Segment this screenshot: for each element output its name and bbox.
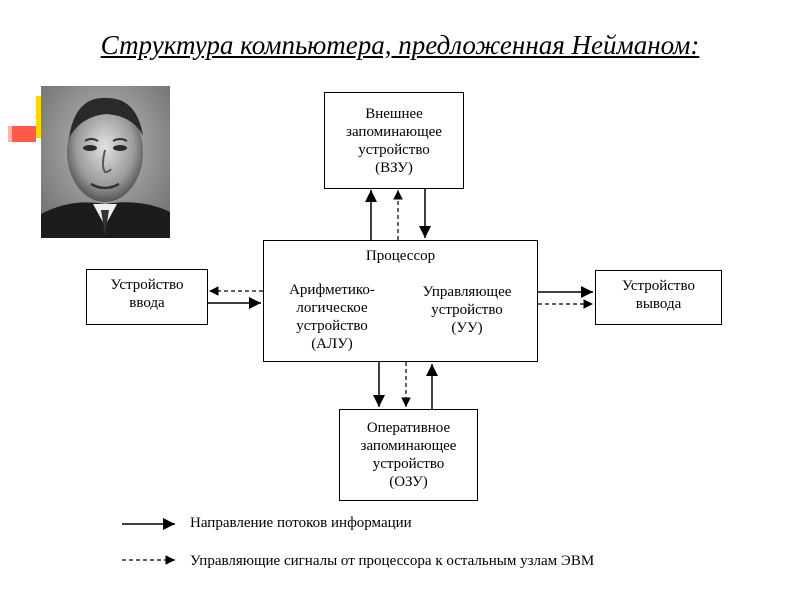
box-label-line: устройство (296, 318, 368, 334)
box-label-line: запоминающее (346, 123, 442, 140)
box-label-line: (УУ) (451, 320, 483, 336)
box-label-line: (ОЗУ) (389, 474, 428, 490)
box-label-line: Устройство (110, 277, 184, 293)
portrait-area (8, 86, 170, 240)
output-device-box: Устройство вывода (595, 270, 722, 325)
box-label-line: логическое (296, 300, 368, 316)
external-storage-box: Внешнее запоминающее устройство (ВЗУ) (324, 92, 464, 189)
box-label-line: устройство (431, 302, 503, 318)
box-label-line: устройство (358, 141, 430, 158)
box-label-line: (АЛУ) (311, 336, 353, 352)
processor-box: Процессор Арифметико- логическое устройс… (263, 240, 538, 362)
decorative-bar (12, 126, 36, 142)
legend-solid-label: Направление потоков информации (190, 515, 412, 531)
slide-title: Структура компьютера, предложенная Нейма… (100, 30, 700, 60)
box-label-line: вывода (635, 296, 682, 312)
control-unit-label: Управляющее устройство (УУ) (404, 283, 530, 337)
box-label-line: устройство (372, 456, 445, 472)
box-label-line: (ВЗУ) (375, 159, 413, 176)
box-label-line: Оперативное (366, 420, 451, 436)
input-device-box: Устройство ввода (86, 269, 208, 325)
portrait-photo-icon (41, 86, 170, 238)
box-label-line: Управляющее (422, 284, 512, 300)
legend-dashed-label: Управляющие сигналы от процессора к оста… (190, 553, 595, 569)
processor-title: Процессор (365, 248, 436, 264)
alu-label: Арифметико- логическое устройство (АЛУ) (268, 281, 396, 353)
box-label-line: Арифметико- (289, 282, 375, 298)
box-label-line: ввода (129, 295, 165, 311)
ram-box: Оперативное запоминающее устройство (ОЗУ… (339, 409, 478, 501)
box-label-line: запоминающее (360, 438, 457, 454)
box-label-line: Внешнее (365, 105, 423, 122)
box-label-line: Устройство (622, 278, 695, 294)
